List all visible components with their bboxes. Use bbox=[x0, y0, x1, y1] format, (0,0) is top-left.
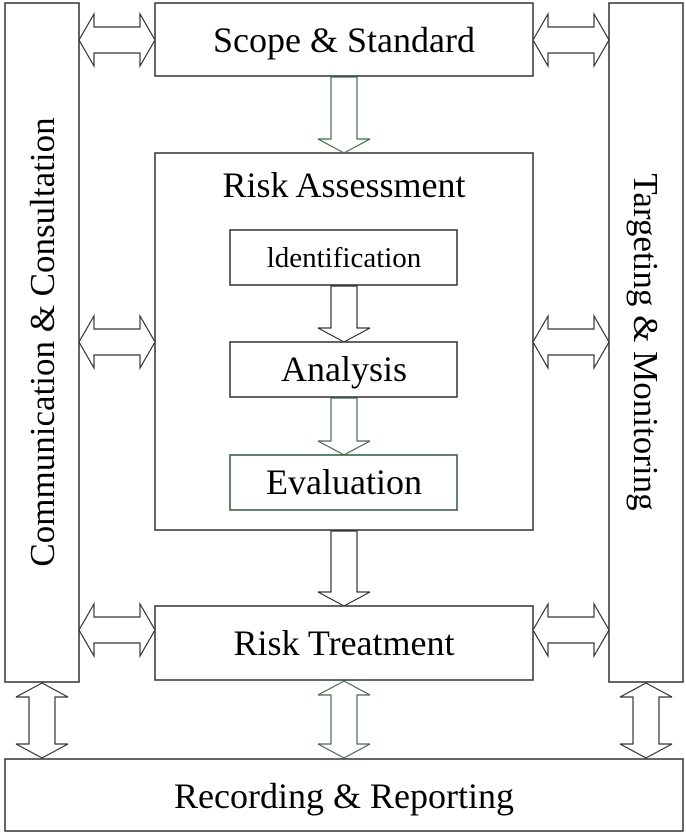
evaluation-label: Evaluation bbox=[266, 462, 422, 502]
double-arrow-icon bbox=[532, 601, 610, 659]
risk-treatment-label: Risk Treatment bbox=[233, 623, 454, 663]
double-arrow-icon bbox=[78, 11, 156, 69]
recording-reporting-label: Recording & Reporting bbox=[174, 776, 514, 816]
down-arrow-icon bbox=[317, 530, 371, 607]
double-arrow-icon bbox=[78, 313, 156, 371]
scope-standard-label: Scope & Standard bbox=[213, 20, 475, 60]
down-arrow-icon bbox=[317, 285, 371, 343]
risk-assessment-title: Risk Assessment bbox=[222, 165, 465, 205]
scope-standard-box bbox=[154, 2, 534, 77]
targeting-monitoring-label: Targeting & Monitoring bbox=[626, 173, 665, 510]
double-arrow-icon bbox=[532, 313, 610, 371]
evaluation-box bbox=[229, 454, 458, 511]
analysis-label: Analysis bbox=[281, 349, 407, 389]
identification-box bbox=[229, 229, 458, 286]
communication-consultation-label: Communication & Consultation bbox=[23, 117, 62, 566]
vertical-double-arrow-icon bbox=[619, 682, 673, 759]
down-arrow-icon bbox=[317, 397, 371, 456]
vertical-double-arrow-icon bbox=[15, 682, 69, 759]
down-arrow-icon bbox=[317, 76, 371, 154]
targeting-monitoring-box bbox=[608, 2, 684, 683]
identification-label: ldentification bbox=[267, 242, 422, 274]
double-arrow-icon bbox=[532, 11, 610, 69]
double-arrow-icon bbox=[78, 601, 156, 659]
vertical-double-arrow-icon bbox=[317, 680, 371, 759]
communication-consultation-box bbox=[4, 2, 80, 683]
analysis-box bbox=[229, 341, 458, 398]
recording-reporting-box bbox=[4, 758, 684, 832]
risk-treatment-box bbox=[154, 605, 534, 681]
